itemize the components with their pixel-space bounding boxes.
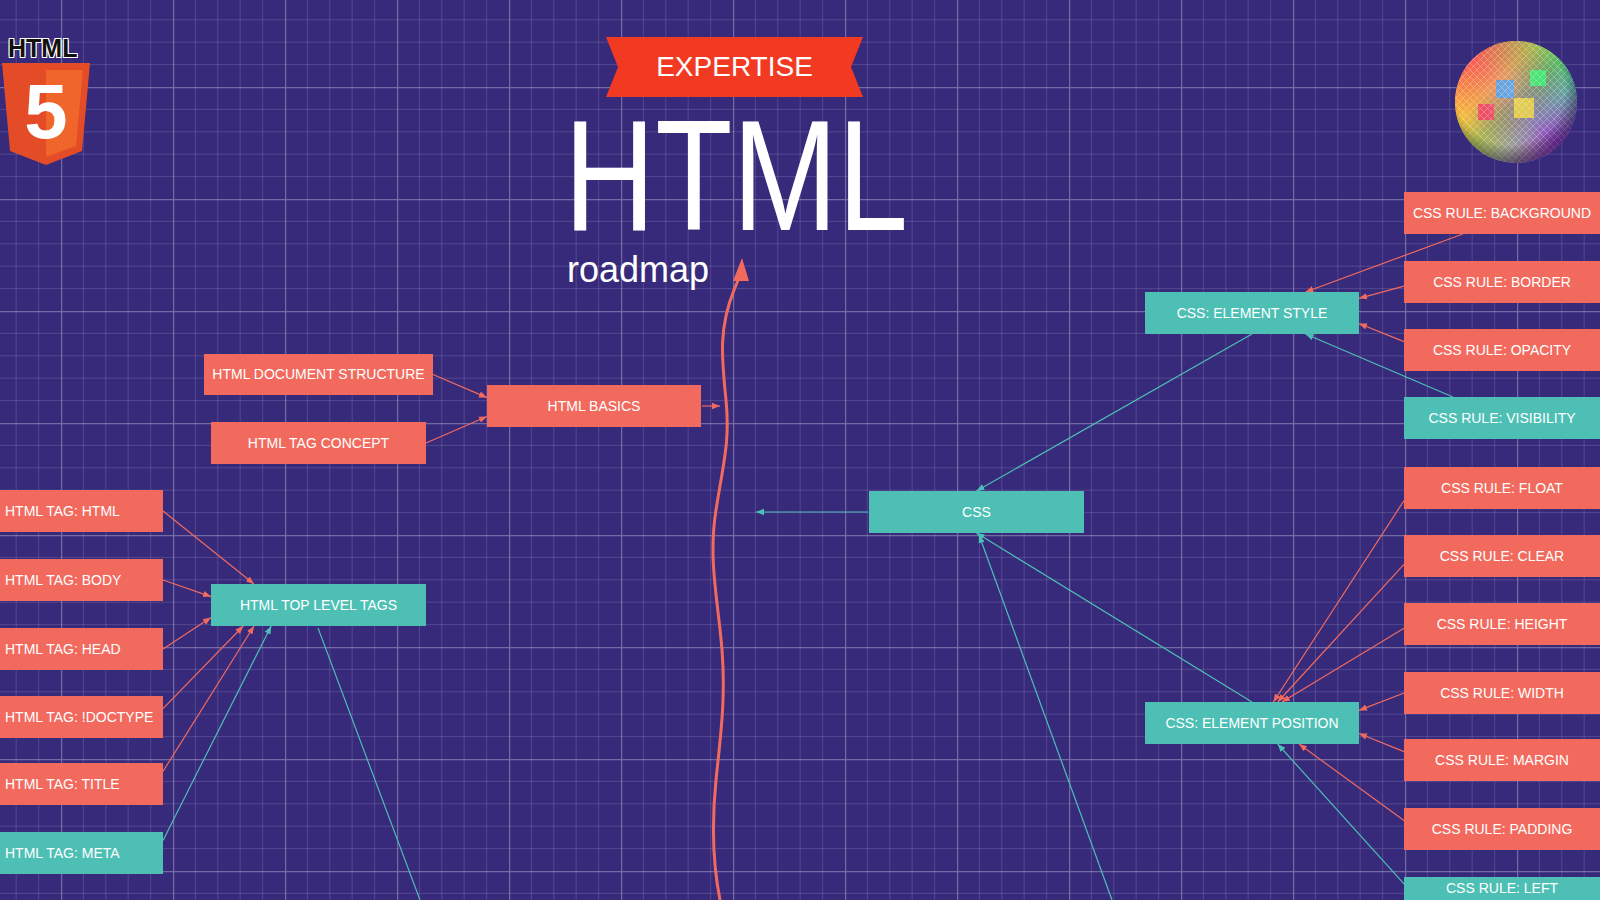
box-label: CSS: [962, 504, 991, 521]
connector-arrow: [163, 626, 271, 840]
connector-arrow: [1359, 693, 1404, 710]
connector-arrow: [163, 511, 254, 584]
box-label: CSS RULE: VISIBILITY: [1428, 410, 1575, 427]
box-label: HTML TOP LEVEL TAGS: [240, 597, 397, 614]
topic-box: HTML TAG: TITLE: [0, 763, 163, 805]
leader-line: [702, 405, 720, 406]
banner-text: EXPERTISE: [606, 50, 863, 84]
leader-line: [756, 511, 868, 512]
box-label: CSS RULE: BACKGROUND: [1413, 205, 1591, 222]
connector-arrow: [1359, 734, 1404, 752]
topic-box: HTML TAG: BODY: [0, 559, 163, 601]
topic-box: CSS RULE: FLOAT: [1404, 467, 1600, 509]
box-label: CSS RULE: HEIGHT: [1437, 616, 1568, 633]
box-label: CSS RULE: CLEAR: [1440, 548, 1564, 565]
connector-arrow: [163, 626, 243, 709]
connector-arrow: [1359, 324, 1404, 342]
connector-arrow: [1359, 286, 1404, 298]
box-label: CSS RULE: WIDTH: [1440, 685, 1564, 702]
box-label: HTML TAG: HTML: [5, 503, 120, 520]
connector-arrow: [433, 375, 487, 398]
connector-arrow: [977, 533, 1253, 702]
topic-box: CSS RULE: CLEAR: [1404, 535, 1600, 577]
topic-box: HTML TAG: META: [0, 832, 163, 874]
box-label: HTML TAG CONCEPT: [248, 435, 389, 452]
box-label: CSS: ELEMENT STYLE: [1177, 305, 1328, 322]
box-label: CSS RULE: LEFT: [1446, 880, 1558, 897]
topic-box: CSS RULE: OPACITY: [1404, 329, 1600, 371]
leader-line: [979, 535, 1112, 900]
box-label: HTML TAG: META: [5, 845, 120, 862]
topic-box: HTML TAG: !DOCTYPE: [0, 696, 163, 738]
box-label: CSS RULE: BORDER: [1433, 274, 1571, 291]
connector-arrow: [1278, 564, 1404, 702]
box-label: HTML TAG: !DOCTYPE: [5, 709, 153, 726]
globe: [1455, 41, 1577, 163]
box-label: HTML DOCUMENT STRUCTURE: [212, 366, 424, 383]
box-label: CSS RULE: FLOAT: [1441, 480, 1563, 497]
topic-box: HTML TAG: HEAD: [0, 628, 163, 670]
topic-box: CSS RULE: HEIGHT: [1404, 603, 1600, 645]
box-label: CSS RULE: MARGIN: [1435, 752, 1569, 769]
connector-arrow: [1299, 744, 1404, 821]
box-label: HTML TAG: BODY: [5, 572, 121, 589]
connector-arrow: [1273, 501, 1404, 702]
spine-arrowhead: [733, 258, 749, 281]
roadmap-spine: [713, 278, 739, 900]
topic-box: CSS: [869, 491, 1084, 533]
topic-box: HTML BASICS: [487, 385, 701, 427]
topic-box: CSS RULE: LEFT: [1404, 877, 1600, 900]
topic-box: CSS: ELEMENT POSITION: [1145, 702, 1359, 744]
topic-box: CSS RULE: BORDER: [1404, 261, 1600, 303]
box-label: HTML TAG: HEAD: [5, 641, 121, 658]
topic-box: HTML DOCUMENT STRUCTURE: [204, 354, 433, 395]
connector-arrow: [977, 334, 1253, 491]
box-label: CSS RULE: PADDING: [1432, 821, 1573, 838]
connector-arrow: [163, 618, 211, 649]
topic-box: CSS RULE: VISIBILITY: [1404, 397, 1600, 439]
topic-box: HTML TAG CONCEPT: [211, 422, 426, 464]
banner-ribbon: [606, 37, 863, 97]
connector-arrow: [163, 580, 211, 597]
leader-line: [318, 628, 420, 900]
globe-shade: [1455, 41, 1577, 163]
box-label: HTML BASICS: [548, 398, 641, 415]
logo-digit: 5: [0, 72, 92, 150]
connector-arrow: [1282, 628, 1404, 702]
topic-box: HTML TAG: HTML: [0, 490, 163, 532]
topic-box: CSS: ELEMENT STYLE: [1145, 292, 1359, 334]
topic-box: CSS RULE: MARGIN: [1404, 739, 1600, 781]
box-label: HTML TAG: TITLE: [5, 776, 120, 793]
globe-mesh: [1455, 41, 1577, 163]
topic-box: CSS RULE: PADDING: [1404, 808, 1600, 850]
topic-box: CSS RULE: BACKGROUND: [1404, 192, 1600, 234]
globe-fill: [1455, 41, 1577, 163]
globe-fill: [1455, 41, 1577, 163]
page-title: HTML: [564, 96, 908, 254]
box-label: CSS: ELEMENT POSITION: [1165, 715, 1338, 732]
logo-text: HTML: [8, 36, 77, 61]
box-label: CSS RULE: OPACITY: [1433, 342, 1571, 359]
topic-box: HTML TOP LEVEL TAGS: [211, 584, 426, 626]
topic-box: CSS RULE: WIDTH: [1404, 672, 1600, 714]
connector-arrow: [426, 417, 487, 444]
subtitle: roadmap: [567, 252, 709, 288]
connector-arrow: [1278, 744, 1404, 884]
